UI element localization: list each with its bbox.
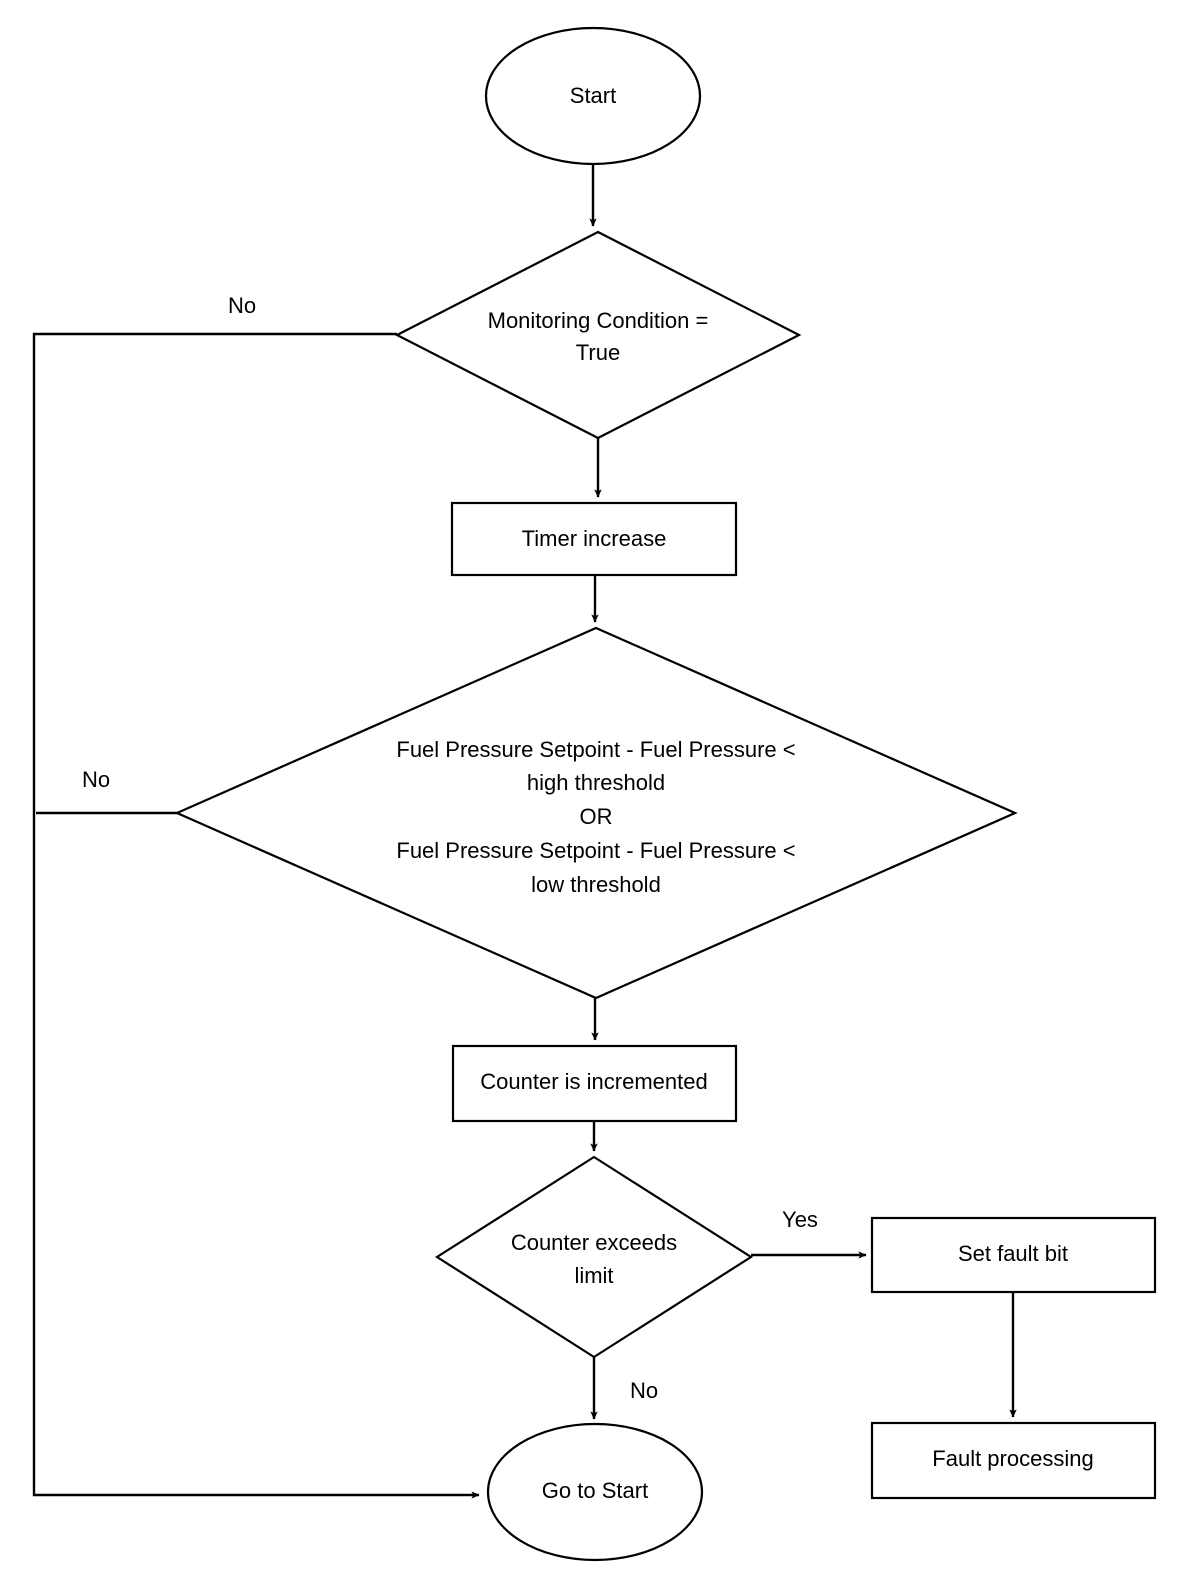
edge-label-monitoring-no: No bbox=[228, 293, 256, 318]
counter-incremented-label: Counter is incremented bbox=[480, 1069, 707, 1094]
fuel-pressure-check-line5: low threshold bbox=[531, 872, 661, 897]
edge-monitoring-no bbox=[32, 332, 480, 1499]
monitoring-condition-label-line1: Monitoring Condition = bbox=[488, 308, 709, 333]
node-monitoring-condition[interactable]: Monitoring Condition = True bbox=[394, 230, 802, 440]
counter-incremented-box bbox=[451, 1044, 738, 1123]
node-counter-exceeds-limit[interactable]: Counter exceeds limit bbox=[434, 1155, 754, 1359]
go-to-start-ellipse bbox=[486, 1422, 704, 1562]
node-start[interactable]: Start bbox=[484, 26, 702, 166]
node-fuel-pressure-check[interactable]: Fuel Pressure Setpoint - Fuel Pressure <… bbox=[174, 626, 1018, 1000]
fault-processing-label: Fault processing bbox=[932, 1446, 1093, 1471]
start-ellipse bbox=[484, 26, 702, 166]
monitoring-condition-diamond bbox=[394, 230, 802, 440]
fuel-pressure-check-line3: OR bbox=[580, 804, 613, 829]
node-fault-processing[interactable]: Fault processing bbox=[870, 1421, 1157, 1500]
set-fault-bit-label: Set fault bit bbox=[958, 1241, 1068, 1266]
counter-exceeds-limit-diamond bbox=[434, 1155, 754, 1359]
fuel-pressure-check-diamond bbox=[174, 626, 1018, 1000]
start-label: Start bbox=[570, 83, 616, 108]
node-set-fault-bit[interactable]: Set fault bit bbox=[870, 1216, 1157, 1294]
timer-increase-label: Timer increase bbox=[522, 526, 667, 551]
fuel-pressure-check-line2: high threshold bbox=[527, 770, 665, 795]
counter-exceeds-limit-line2: limit bbox=[574, 1263, 613, 1288]
fuel-pressure-check-line4: Fuel Pressure Setpoint - Fuel Pressure < bbox=[396, 838, 795, 863]
fault-processing-box bbox=[870, 1421, 1157, 1500]
timer-increase-box bbox=[450, 501, 738, 577]
go-to-start-label: Go to Start bbox=[542, 1478, 648, 1503]
set-fault-bit-box bbox=[870, 1216, 1157, 1294]
node-counter-incremented[interactable]: Counter is incremented bbox=[451, 1044, 738, 1123]
node-timer-increase[interactable]: Timer increase bbox=[450, 501, 738, 577]
counter-exceeds-limit-line1: Counter exceeds bbox=[511, 1230, 677, 1255]
node-go-to-start[interactable]: Go to Start bbox=[486, 1422, 704, 1562]
edge-label-exceeds-yes: Yes bbox=[782, 1207, 818, 1232]
edge-label-fuel-check-no: No bbox=[82, 767, 110, 792]
fuel-pressure-check-line1: Fuel Pressure Setpoint - Fuel Pressure < bbox=[396, 737, 795, 762]
monitoring-condition-label-line2: True bbox=[576, 340, 620, 365]
edge-label-exceeds-no: No bbox=[630, 1378, 658, 1403]
